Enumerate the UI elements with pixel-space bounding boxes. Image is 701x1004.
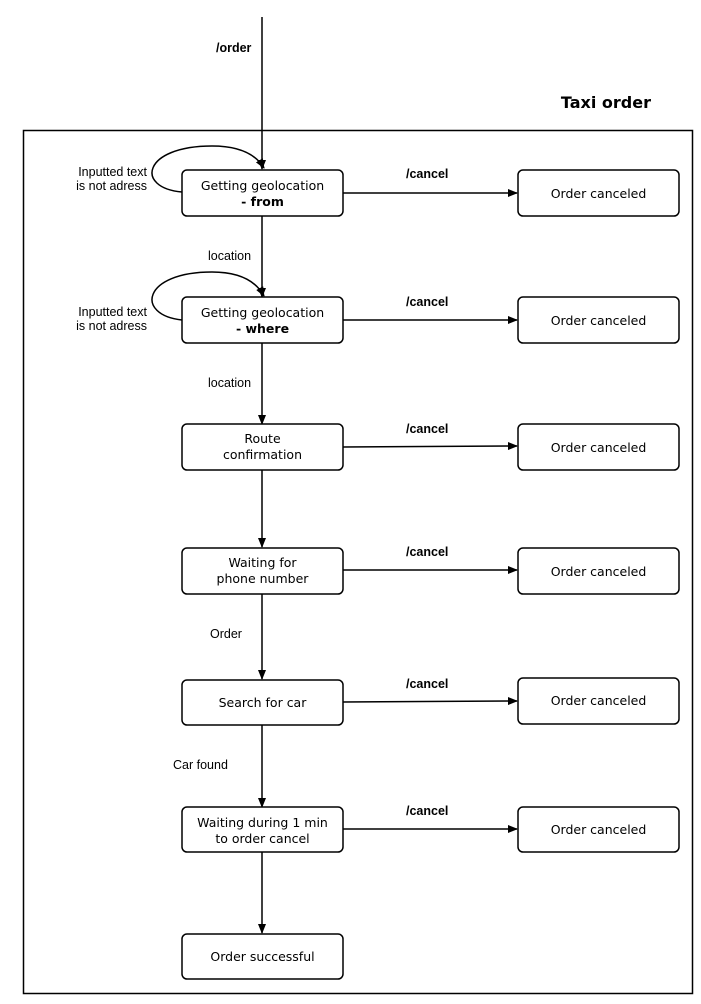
diagram-title: Taxi order [561,93,651,112]
cancel-label-1: /cancel [406,167,448,181]
loop-label-where-line1: Inputted text [78,305,147,319]
cancel-state-label: Order canceled [551,822,647,837]
transition-label-1: location [208,249,251,263]
self-loop-from [151,145,265,193]
state-waiting-one-min: Waiting during 1 min to order cancel [181,806,344,853]
state-search-for-car: Search for car [181,679,344,726]
cancel-label-6: /cancel [406,804,448,818]
state-order-successful: Order successful [181,933,344,980]
state-label-line2: confirmation [223,447,302,462]
state-getting-geolocation-where: Getting geolocation - where [181,296,344,344]
cancel-state-label: Order canceled [551,564,647,579]
cancel-label-2: /cancel [406,295,448,309]
state-order-canceled-5: Order canceled [517,677,680,725]
cancel-state-label: Order canceled [551,313,647,328]
state-label-line2: - where [236,321,289,336]
cancel-state-label: Order canceled [551,186,647,201]
cancel-label-4: /cancel [406,545,448,559]
cancel-label-3: /cancel [406,422,448,436]
state-label-line1: Search for car [219,695,308,710]
state-waiting-phone-number: Waiting for phone number [181,547,344,595]
state-order-canceled-3: Order canceled [517,423,680,471]
state-order-canceled-6: Order canceled [517,806,680,853]
state-label-line2: to order cancel [215,831,309,846]
transition-label-5: Car found [173,758,228,772]
state-label-line2: - from [241,194,284,209]
loop-label-where-line2: is not adress [76,319,147,333]
cancel-state-label: Order canceled [551,440,647,455]
cancel-arrow-3 [342,442,518,451]
state-label-line1: Waiting during 1 min [197,815,328,830]
cancel-label-5: /cancel [406,677,448,691]
state-label-line1: Getting geolocation [201,178,324,193]
loop-label-from-line1: Inputted text [78,165,147,179]
state-getting-geolocation-from: Getting geolocation - from [181,169,344,217]
state-label-line1: Waiting for [228,555,297,570]
state-route-confirmation: Route confirmation [181,423,344,471]
final-state-label: Order successful [210,949,314,964]
entry-label: /order [216,41,252,55]
taxi-order-frame [22,129,694,995]
state-order-canceled-4: Order canceled [517,547,680,595]
transition-label-2: location [208,376,251,390]
state-label-line1: Getting geolocation [201,305,324,320]
cancel-transitions [342,189,518,833]
transition-label-4: Order [210,627,242,641]
cancel-state-label: Order canceled [551,693,647,708]
state-order-canceled-2: Order canceled [517,296,680,344]
state-label-line1: Route [244,431,281,446]
self-loop-where [151,271,265,321]
cancel-arrow-5 [342,697,518,706]
state-order-canceled-1: Order canceled [517,169,680,217]
loop-label-from-line2: is not adress [76,179,147,193]
state-label-line2: phone number [217,571,310,586]
